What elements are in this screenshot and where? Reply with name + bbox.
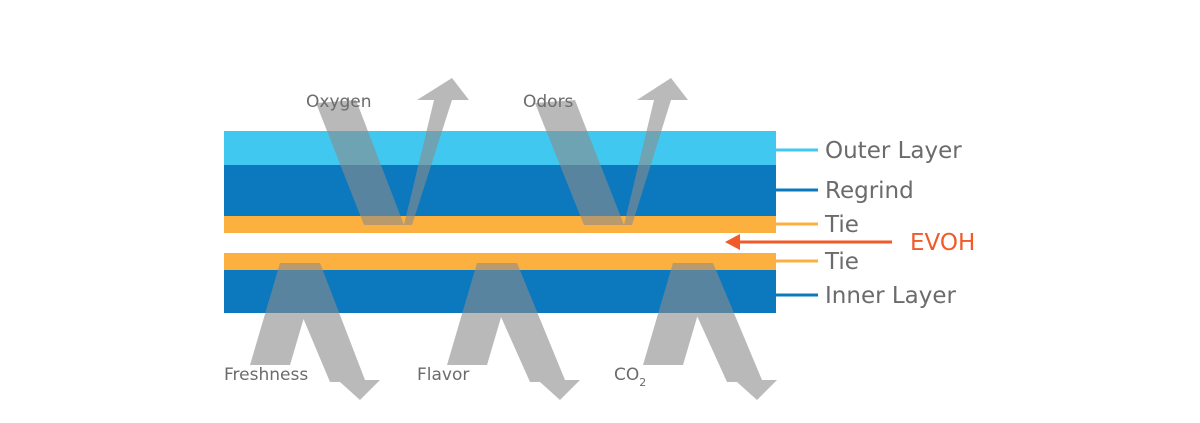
- tie-top-label: Tie: [824, 212, 859, 238]
- regrind-band: [224, 165, 776, 216]
- freshness-label: Freshness: [224, 365, 308, 385]
- oxygen-arrow-icon: [316, 78, 469, 225]
- tie-bottom-label: Tie: [824, 249, 859, 275]
- tie-top-band: [224, 216, 776, 233]
- outer-layer-band: [224, 131, 776, 165]
- odors-label: Odors: [523, 92, 574, 112]
- tie-bottom-band: [224, 253, 776, 270]
- oxygen-label: Oxygen: [306, 92, 372, 112]
- regrind-label: Regrind: [825, 178, 914, 204]
- flavor-label: Flavor: [417, 365, 469, 385]
- evoh-label: EVOH: [910, 230, 975, 256]
- odors-arrow-icon: [535, 78, 688, 225]
- co2-label: CO2: [614, 365, 646, 389]
- co2-arrow-icon: [643, 263, 777, 400]
- co2-main: CO: [614, 365, 639, 385]
- co2-subscript: 2: [639, 376, 646, 389]
- freshness-arrow-icon: [250, 263, 380, 400]
- outer-layer-label: Outer Layer: [825, 138, 962, 164]
- inner-layer-label: Inner Layer: [825, 283, 957, 309]
- flavor-arrow-icon: [447, 263, 580, 400]
- evoh-pointer-icon: [725, 234, 892, 250]
